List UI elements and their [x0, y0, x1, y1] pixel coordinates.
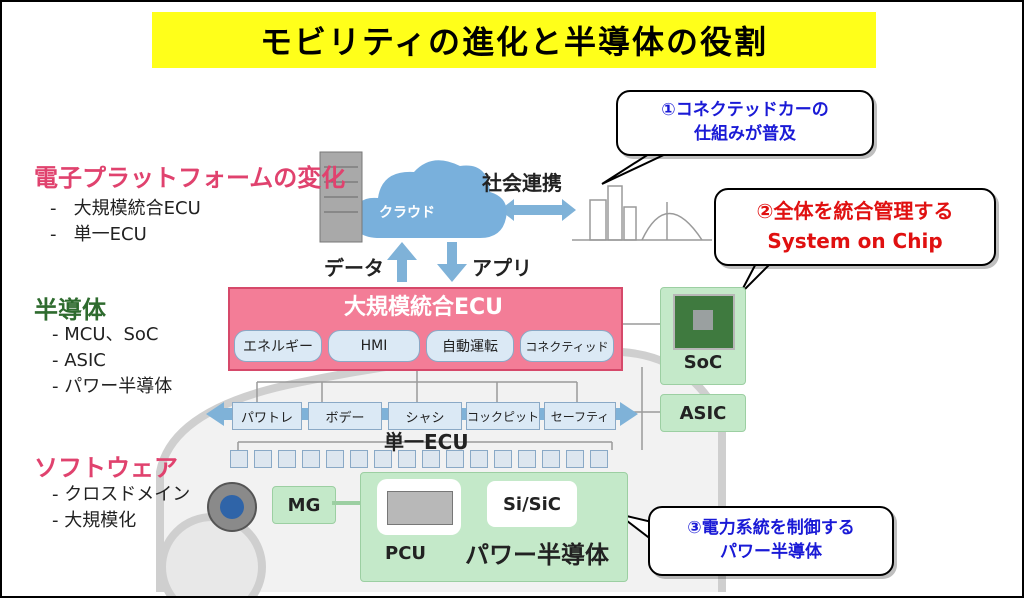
callout-power-semiconductor: ③電力系統を制御するパワー半導体 [648, 506, 894, 576]
software-list: - クロスドメイン - 大規模化 [52, 482, 190, 534]
single-ecu-node [398, 450, 416, 468]
callout-connected-car: ①コネクテッドカーの仕組みが普及 [616, 90, 874, 156]
soc-label: SoC [683, 352, 723, 373]
power-semiconductor-label: パワー半導体 [465, 541, 609, 569]
city-icon [572, 185, 712, 241]
list-item: - 単一ECU [50, 224, 147, 245]
domain-cockpit: コックピット [466, 402, 540, 430]
mg-box: MG [272, 486, 336, 524]
list-item: - 大規模化 [52, 510, 137, 531]
asic-box: ASIC [660, 394, 746, 432]
list-item: - パワー半導体 [52, 376, 173, 397]
app-label: アプリ [472, 256, 532, 280]
arrow-down-icon [437, 242, 467, 282]
list-item: - クロスドメイン [52, 484, 191, 505]
soc-chip-icon [673, 294, 735, 350]
integrated-ecu-label: 大規模統合ECU [343, 295, 504, 320]
single-ecu-node [350, 450, 368, 468]
platform-list: - 大規模統合ECU - 単一ECU [50, 196, 201, 248]
power-semiconductor-box: PCU Si/SiC パワー半導体 [360, 472, 628, 582]
pcu-label: PCU [385, 543, 427, 564]
software-heading: ソフトウェア [34, 454, 178, 482]
single-ecu-node [494, 450, 512, 468]
domain-powertrain: パワトレ [232, 402, 302, 430]
single-ecu-node [590, 450, 608, 468]
list-item: - ASIC [52, 350, 106, 371]
single-ecu-node [254, 450, 272, 468]
si-sic-label: Si/SiC [487, 481, 577, 527]
list-item: - 大規模統合ECU [50, 198, 201, 219]
ecu-module-autonomous: 自動運転 [426, 330, 514, 362]
cloud-icon [353, 160, 507, 238]
single-ecu-node [326, 450, 344, 468]
society-label: 社会連携 [482, 171, 562, 195]
data-label: データ [324, 256, 384, 280]
single-ecu-node [230, 450, 248, 468]
double-arrow-icon [500, 199, 576, 221]
single-ecu-node [518, 450, 536, 468]
domain-body: ボデー [308, 402, 382, 430]
soc-box: SoC [660, 287, 746, 385]
list-item: - MCU、SoC [52, 324, 159, 345]
single-ecu-node [446, 450, 464, 468]
platform-heading: 電子プラットフォームの変化 [34, 164, 346, 192]
single-ecu-node [278, 450, 296, 468]
mg-link [332, 501, 362, 505]
single-ecu-node [566, 450, 584, 468]
pcu-icon [377, 479, 461, 535]
ecu-module-energy: エネルギー [234, 330, 322, 362]
arrow-up-icon [387, 242, 417, 282]
single-ecu-row [230, 450, 620, 470]
ecu-module-hmi: HMI [328, 330, 420, 362]
single-ecu-node [422, 450, 440, 468]
semiconductor-heading: 半導体 [34, 296, 106, 324]
callout-1-tail [601, 151, 671, 185]
single-ecu-node [302, 450, 320, 468]
semiconductor-list: - MCU、SoC - ASIC - パワー半導体 [52, 322, 172, 400]
single-ecu-node [542, 450, 560, 468]
single-ecu-node [470, 450, 488, 468]
ecu-module-connected: コネクティッド [520, 330, 614, 362]
single-ecu-node [374, 450, 392, 468]
domain-safety: セーフティ [544, 402, 616, 430]
domain-chassis: シャシ [388, 402, 462, 430]
page-title: モビリティの進化と半導体の役割 [152, 12, 876, 68]
cloud-label: クラウド [379, 205, 435, 221]
